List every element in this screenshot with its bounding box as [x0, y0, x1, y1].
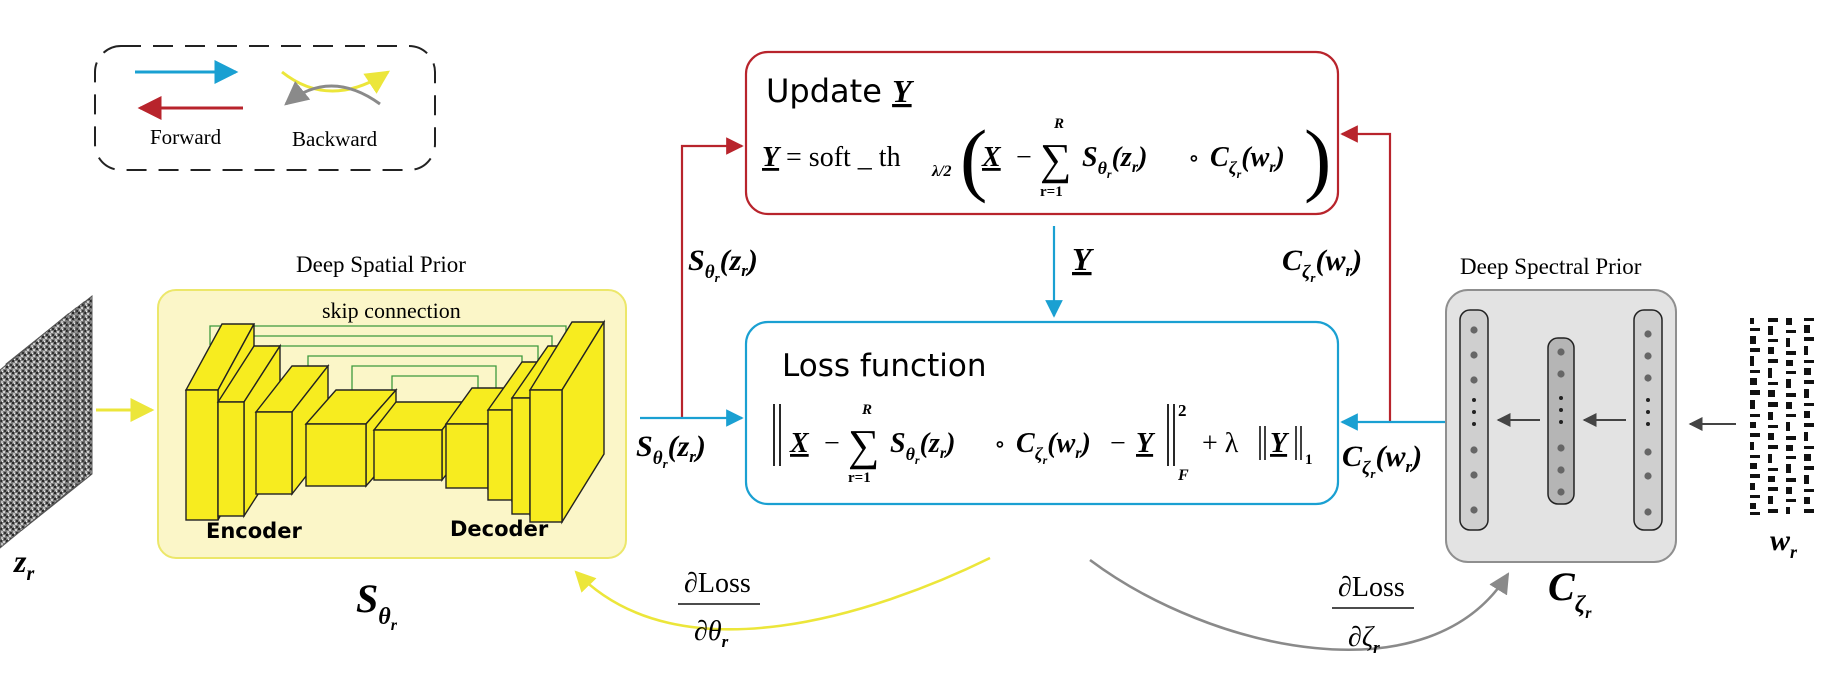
svg-text:R: R	[1053, 116, 1064, 132]
loss-function-title: Loss function	[782, 348, 986, 384]
edge-label-y: Y	[1072, 241, 1094, 277]
gradient-zeta: ∂Loss ∂ζr	[1332, 572, 1414, 657]
backward-spectral-arrow	[1089, 558, 1510, 652]
svg-text:∂ζr: ∂ζr	[1348, 622, 1380, 657]
svg-text:∂θr: ∂θr	[694, 616, 729, 651]
svg-text:Cζr(wr): Cζr(wr)	[1210, 142, 1285, 181]
noise-input-stack	[0, 294, 93, 549]
spatial-to-update-arrow	[680, 137, 744, 418]
spectral-layer-middle	[1547, 337, 1575, 505]
gradient-theta: ∂Loss ∂θr	[678, 568, 760, 651]
code-input-symbol: wr	[1770, 524, 1798, 562]
update-y-equation: Y = soft _ th λ/2 ( X − R ∑ r=1 Sθr(zr) …	[762, 113, 1331, 204]
legend-backward-gray-arrow	[284, 81, 381, 106]
update-y-title: Update Y	[766, 72, 914, 110]
svg-text:∘: ∘	[994, 432, 1006, 458]
svg-text:−: −	[824, 428, 840, 459]
svg-text:= soft _ th: = soft _ th	[786, 142, 901, 173]
legend: Forward Backward	[94, 45, 436, 171]
svg-text:Y: Y	[762, 142, 782, 173]
svg-text:∑: ∑	[1040, 135, 1071, 184]
edge-label-c-lower: Cζr(wr)	[1342, 440, 1422, 481]
svg-text:F: F	[1177, 467, 1189, 484]
spectral-layer-right	[1633, 309, 1663, 531]
svg-text:(: (	[960, 113, 987, 204]
spectral-to-update-arrow	[1340, 125, 1392, 422]
loss-equation: X − R ∑ r=1 Sθr(zr) ∘ Cζr(wr) − Y 2 F + …	[773, 401, 1313, 486]
edge-label-c-upper: Cζr(wr)	[1282, 244, 1362, 285]
svg-text:): )	[1304, 113, 1331, 204]
svg-text:X: X	[981, 142, 1002, 173]
edge-label-s-lower: Sθr(zr)	[636, 430, 706, 471]
legend-frame	[94, 45, 436, 171]
noise-input-symbol: zr	[13, 543, 34, 585]
spectral-prior-title: Deep Spectral Prior	[1460, 254, 1642, 279]
svg-text:∂Loss: ∂Loss	[684, 568, 751, 599]
svg-text:Y: Y	[1136, 428, 1156, 459]
svg-text:Sθr(zr): Sθr(zr)	[1082, 142, 1147, 181]
encoder-label: Encoder	[206, 519, 302, 543]
edge-label-s-upper: Sθr(zr)	[688, 244, 758, 285]
spatial-prior-symbol: Sθr	[356, 576, 398, 634]
svg-text:r=1: r=1	[848, 470, 871, 486]
svg-text:1: 1	[1305, 452, 1313, 468]
svg-text:X: X	[789, 428, 810, 459]
legend-forward-label: Forward	[150, 125, 222, 149]
svg-text:Sθr(zr): Sθr(zr)	[890, 428, 955, 467]
svg-text:Cζr(wr): Cζr(wr)	[1016, 428, 1091, 467]
skip-connection-label: skip connection	[322, 298, 461, 323]
svg-text:−: −	[1110, 428, 1126, 459]
svg-text:r=1: r=1	[1040, 184, 1063, 200]
unet-blocks	[184, 319, 606, 525]
decoder-label: Decoder	[450, 517, 549, 541]
svg-text:∑: ∑	[848, 421, 879, 470]
legend-backward-label: Backward	[292, 127, 378, 151]
svg-text:Y: Y	[1270, 428, 1290, 459]
svg-text:+ λ: + λ	[1202, 428, 1239, 459]
backward-spatial-arrow	[574, 556, 991, 631]
legend-backward-yellow-arrow	[281, 70, 391, 94]
svg-text:R: R	[861, 402, 872, 418]
svg-text:2: 2	[1178, 401, 1187, 420]
spectral-prior-symbol: Cζr	[1548, 564, 1592, 622]
loss-function-box	[744, 320, 1340, 506]
spatial-prior-title: Deep Spatial Prior	[296, 252, 466, 277]
svg-text:∂Loss: ∂Loss	[1338, 572, 1405, 603]
spectral-layer-left	[1459, 309, 1489, 531]
svg-text:∘: ∘	[1188, 146, 1200, 172]
code-input-barcodes	[1750, 318, 1814, 515]
svg-text:λ/2: λ/2	[931, 163, 952, 180]
update-y-box	[744, 50, 1340, 216]
svg-text:−: −	[1016, 142, 1032, 173]
